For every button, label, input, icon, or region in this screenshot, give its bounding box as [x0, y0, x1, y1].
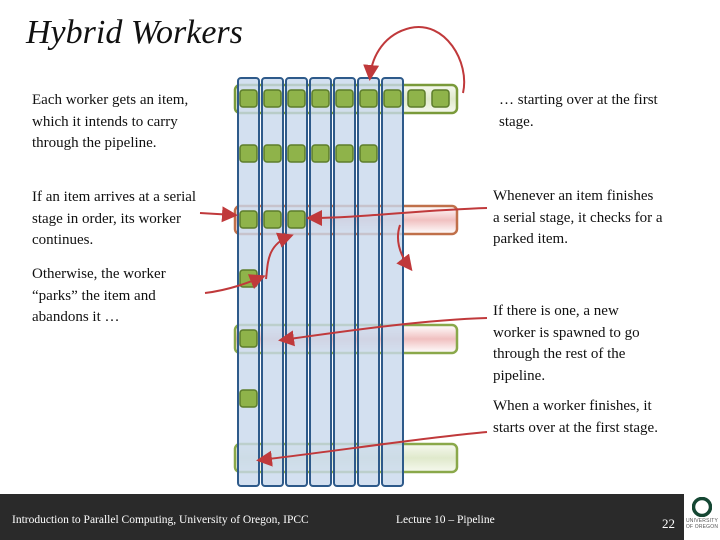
note-starting-over: … starting over at the first stage. — [499, 92, 658, 130]
pipeline-item — [263, 210, 282, 229]
worker-column — [333, 77, 356, 487]
footer-lecture: Lecture 10 – Pipeline — [396, 514, 495, 526]
pipeline-diagram — [199, 26, 488, 487]
pipeline-item — [239, 389, 258, 408]
page-number: 22 — [662, 516, 675, 531]
items-stage-5 — [239, 329, 258, 348]
note-new-worker-spawned: If there is one, a new worker is spawned… — [493, 303, 640, 384]
footer-bar: Introduction to Parallel Computing, Univ… — [0, 494, 720, 540]
worker-column — [285, 77, 308, 487]
pipeline-item — [335, 89, 354, 108]
arrow-checks-down — [396, 224, 413, 272]
pipeline-item — [335, 144, 354, 163]
slide-title: Hybrid Workers — [26, 14, 243, 51]
arrow-starting-over — [363, 26, 466, 94]
note-parks-item: Otherwise, the worker “parks” the item a… — [32, 266, 166, 325]
oregon-o-icon — [692, 497, 712, 517]
pipeline-item — [239, 89, 258, 108]
arrow-serial-in-order — [199, 206, 238, 223]
pipeline-item — [263, 89, 282, 108]
pipeline-item — [359, 144, 378, 163]
pipeline-item — [287, 144, 306, 163]
worker-column — [309, 77, 332, 487]
pipeline-item — [311, 89, 330, 108]
worker-column — [261, 77, 284, 487]
worker-columns — [237, 77, 404, 487]
footer-course: Introduction to Parallel Computing, Univ… — [12, 514, 309, 526]
pipeline-item — [311, 144, 330, 163]
note-worker-finishes: When a worker finishes, it starts over a… — [493, 398, 658, 436]
pipeline-item — [287, 210, 306, 229]
worker-column — [357, 77, 380, 487]
pipeline-item — [287, 89, 306, 108]
items-stage-3 — [239, 210, 306, 229]
pipeline-item — [239, 329, 258, 348]
pipeline-item — [359, 89, 378, 108]
pipeline-item — [263, 144, 282, 163]
worker-column — [381, 77, 404, 487]
arrow-parks-item — [204, 274, 266, 294]
pipeline-item — [431, 89, 450, 108]
note-finishes-serial-stage: Whenever an item finishes a serial stage… — [493, 188, 663, 247]
items-stage-6 — [239, 389, 258, 408]
note-serial-in-order: If an item arrives at a serial stage in … — [32, 189, 197, 248]
pipeline-item — [383, 89, 402, 108]
items-stage-1 — [239, 89, 450, 108]
pipeline-item — [239, 210, 258, 229]
university-of-oregon-logo: UNIVERSITY OF OREGON — [684, 494, 720, 540]
pipeline-item — [239, 144, 258, 163]
arrow-parked-loop — [265, 232, 294, 280]
logo-text: UNIVERSITY OF OREGON — [685, 518, 719, 530]
note-worker-gets-item: Each worker gets an item, which it inten… — [32, 92, 189, 151]
arrow-checks-parked-item — [306, 207, 488, 226]
arrow-new-worker — [278, 317, 488, 347]
items-stage-2 — [239, 144, 378, 163]
pipeline-item — [407, 89, 426, 108]
arrow-worker-finishes — [256, 431, 488, 467]
